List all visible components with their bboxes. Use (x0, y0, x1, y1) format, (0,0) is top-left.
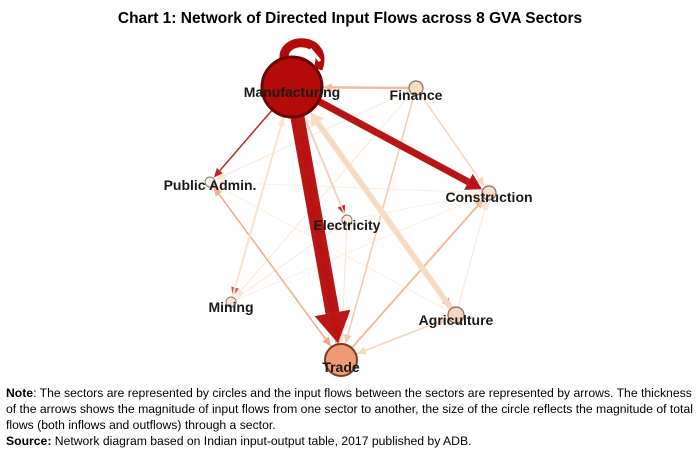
sector-nodes (204, 55, 497, 377)
node-agriculture (447, 306, 465, 324)
note-text: Note: The sectors are represented by cir… (6, 386, 693, 432)
flow-arrow (419, 93, 485, 187)
flow-arrow (215, 184, 450, 312)
node-construction (481, 185, 497, 201)
label-finance: Finance (390, 87, 443, 103)
chart-title: Chart 1: Network of Directed Input Flows… (117, 10, 583, 27)
node-electricity (341, 214, 353, 226)
flow-arrow (457, 200, 489, 308)
node-manufacturing (260, 55, 324, 119)
node-trade (324, 343, 358, 377)
flow-arrow (215, 178, 483, 194)
label-agriculture: Agriculture (419, 312, 494, 328)
node-finance (408, 80, 424, 96)
flow-arrow (215, 90, 410, 180)
node-mining (225, 296, 237, 308)
flow-arrow (351, 192, 482, 220)
flow-arrow (350, 198, 484, 349)
label-trade: Trade (322, 359, 360, 375)
flow-arrow (213, 186, 333, 348)
label-manufacturing: Manufacturing (244, 84, 340, 100)
source-text: Source: Network diagram based on Indian … (6, 434, 472, 448)
label-construction: Construction (445, 189, 532, 205)
label-mining: Mining (208, 299, 253, 315)
flow-arrow (356, 317, 449, 355)
flow-arrows (212, 38, 489, 355)
flow-arrow (310, 112, 454, 311)
flow-arrow (231, 116, 285, 298)
node-publicadmin (204, 176, 216, 188)
label-electricity: Electricity (314, 217, 381, 233)
flow-arrow (322, 83, 410, 92)
flow-arrow (316, 98, 482, 190)
flow-arrow (235, 195, 482, 301)
label-publicadmin: Public Admin. (164, 177, 257, 193)
manufacturing-self-loop (279, 38, 325, 71)
flow-arrow (213, 109, 273, 178)
flow-arrow (290, 115, 351, 344)
chart-footnote: Note: The sectors are represented by cir… (6, 385, 696, 449)
